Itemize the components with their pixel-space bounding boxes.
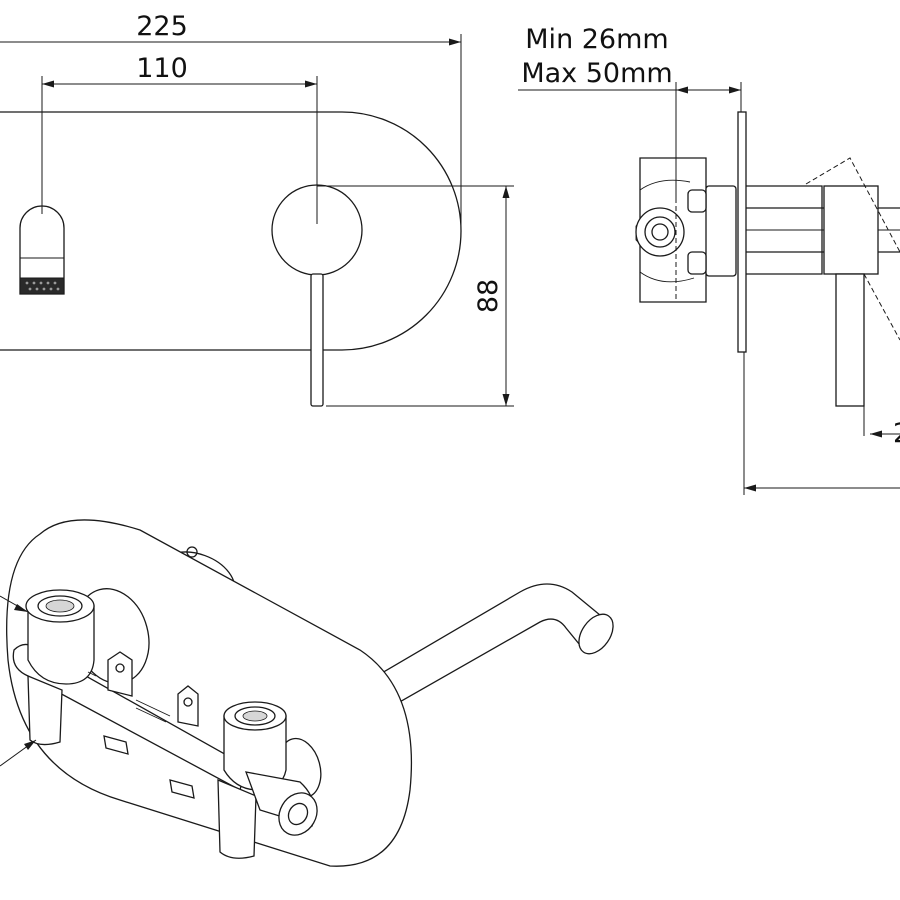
lever-side (805, 157, 900, 436)
dim-225-label: 225 (136, 11, 188, 42)
front-view: 225 110 88 (0, 11, 514, 407)
iso-spout (345, 583, 614, 721)
wall-max-label: Max 50mm (521, 58, 672, 89)
partial-dim-label: 2 (893, 418, 900, 449)
dim-88: 88 (317, 185, 514, 407)
wall-min-label: Min 26mm (525, 24, 668, 55)
iso-cover-plate (6, 519, 413, 867)
iso-front-outlet (244, 771, 318, 836)
dim-projection: 2 (743, 352, 900, 495)
dim-110-label: 110 (136, 53, 188, 84)
dim-88-label: 88 (473, 279, 504, 313)
cover-plate (0, 111, 462, 351)
side-view: Min 26mm Max 50mm (518, 24, 900, 495)
iso-brackets (87, 651, 199, 799)
mixer-lever (271, 184, 363, 407)
dim-110: 110 (41, 53, 318, 224)
isometric-view (0, 519, 614, 867)
iso-left-inlet (25, 589, 95, 685)
dim-wall-thickness: Min 26mm Max 50mm (518, 24, 742, 200)
dim-225: 225 (0, 11, 462, 232)
cover-plate-side (737, 111, 747, 353)
spout-outlet (19, 205, 65, 295)
iso-right-inlet (223, 701, 287, 791)
mixer-body-side (635, 157, 737, 303)
